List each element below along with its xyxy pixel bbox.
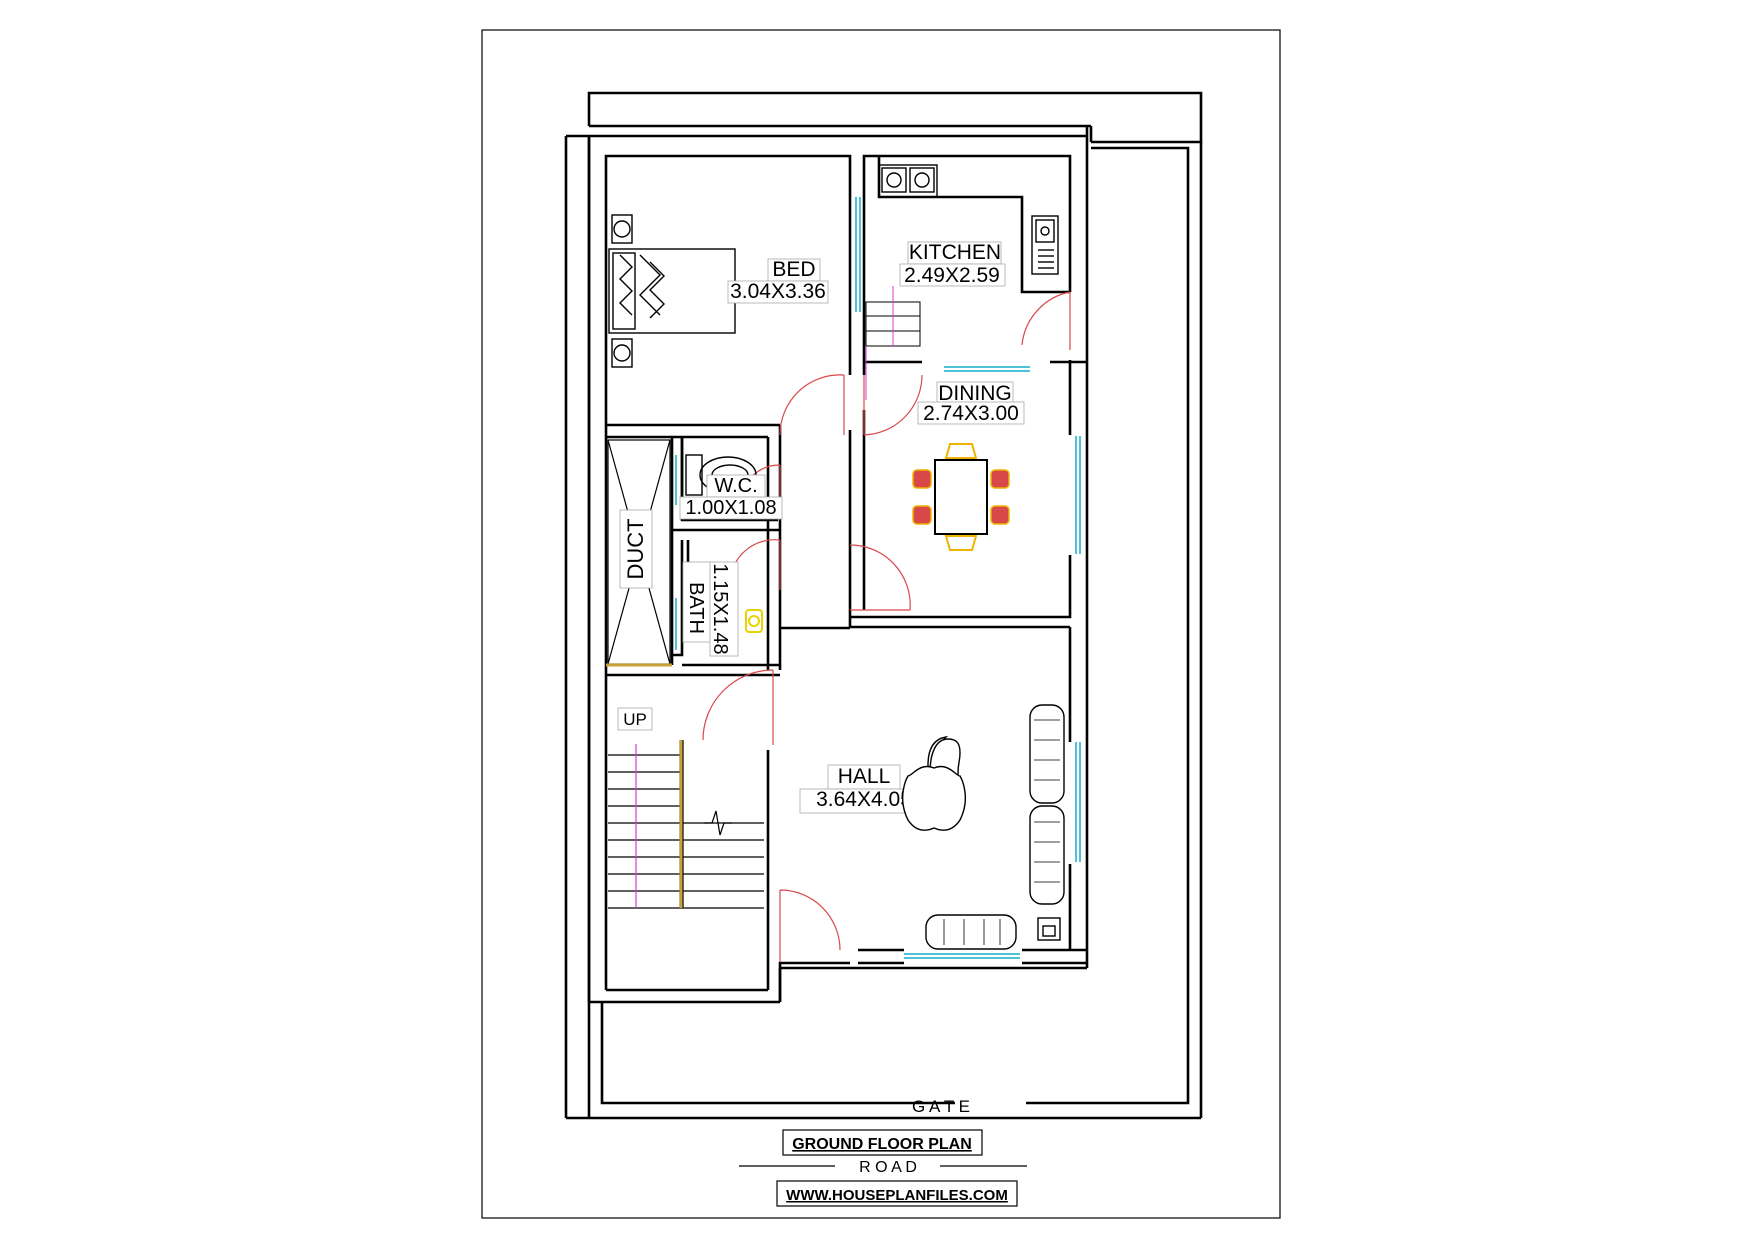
doors bbox=[702, 291, 1071, 962]
house-walls bbox=[587, 126, 1089, 1004]
dining-name: DINING bbox=[938, 382, 1012, 405]
road-label: R O A D bbox=[859, 1159, 917, 1176]
kitchen-fixtures bbox=[878, 164, 1059, 275]
sheet-border bbox=[481, 29, 1281, 1219]
hall-name: HALL bbox=[838, 765, 891, 788]
bed-size: 3.04X3.36 bbox=[730, 280, 826, 303]
windows bbox=[675, 197, 1081, 959]
bath-size: 1.15X1.48 bbox=[709, 563, 731, 654]
hall-coffee-table bbox=[902, 765, 966, 831]
wc-size: 1.00X1.08 bbox=[685, 497, 776, 519]
website-box bbox=[776, 1180, 1018, 1207]
hall-size: 3.64X4.05 bbox=[816, 788, 912, 811]
website-label: WWW.HOUSEPLANFILES.COM bbox=[786, 1187, 1008, 1204]
bed-name: BED bbox=[772, 258, 815, 281]
bath-tap bbox=[745, 609, 763, 633]
gate-label: G A T E bbox=[912, 1097, 970, 1116]
title-box bbox=[782, 1129, 983, 1156]
label-boxes bbox=[617, 241, 1025, 814]
hall-sofas bbox=[925, 704, 1065, 950]
bed-furniture bbox=[608, 214, 736, 368]
wc-name: W.C. bbox=[714, 475, 757, 497]
staircase bbox=[608, 740, 764, 909]
kitchen-name: KITCHEN bbox=[909, 241, 1001, 264]
dining-set bbox=[912, 443, 1010, 551]
dining-size: 2.74X3.00 bbox=[923, 402, 1019, 425]
bath-name: BATH bbox=[685, 582, 707, 634]
plan-title: GROUND FLOOR PLAN bbox=[792, 1136, 972, 1153]
stair-up-label: UP bbox=[623, 710, 647, 729]
duct-label: DUCT bbox=[623, 518, 648, 579]
kitchen-steps bbox=[865, 286, 921, 400]
kitchen-size: 2.49X2.59 bbox=[904, 264, 1000, 287]
